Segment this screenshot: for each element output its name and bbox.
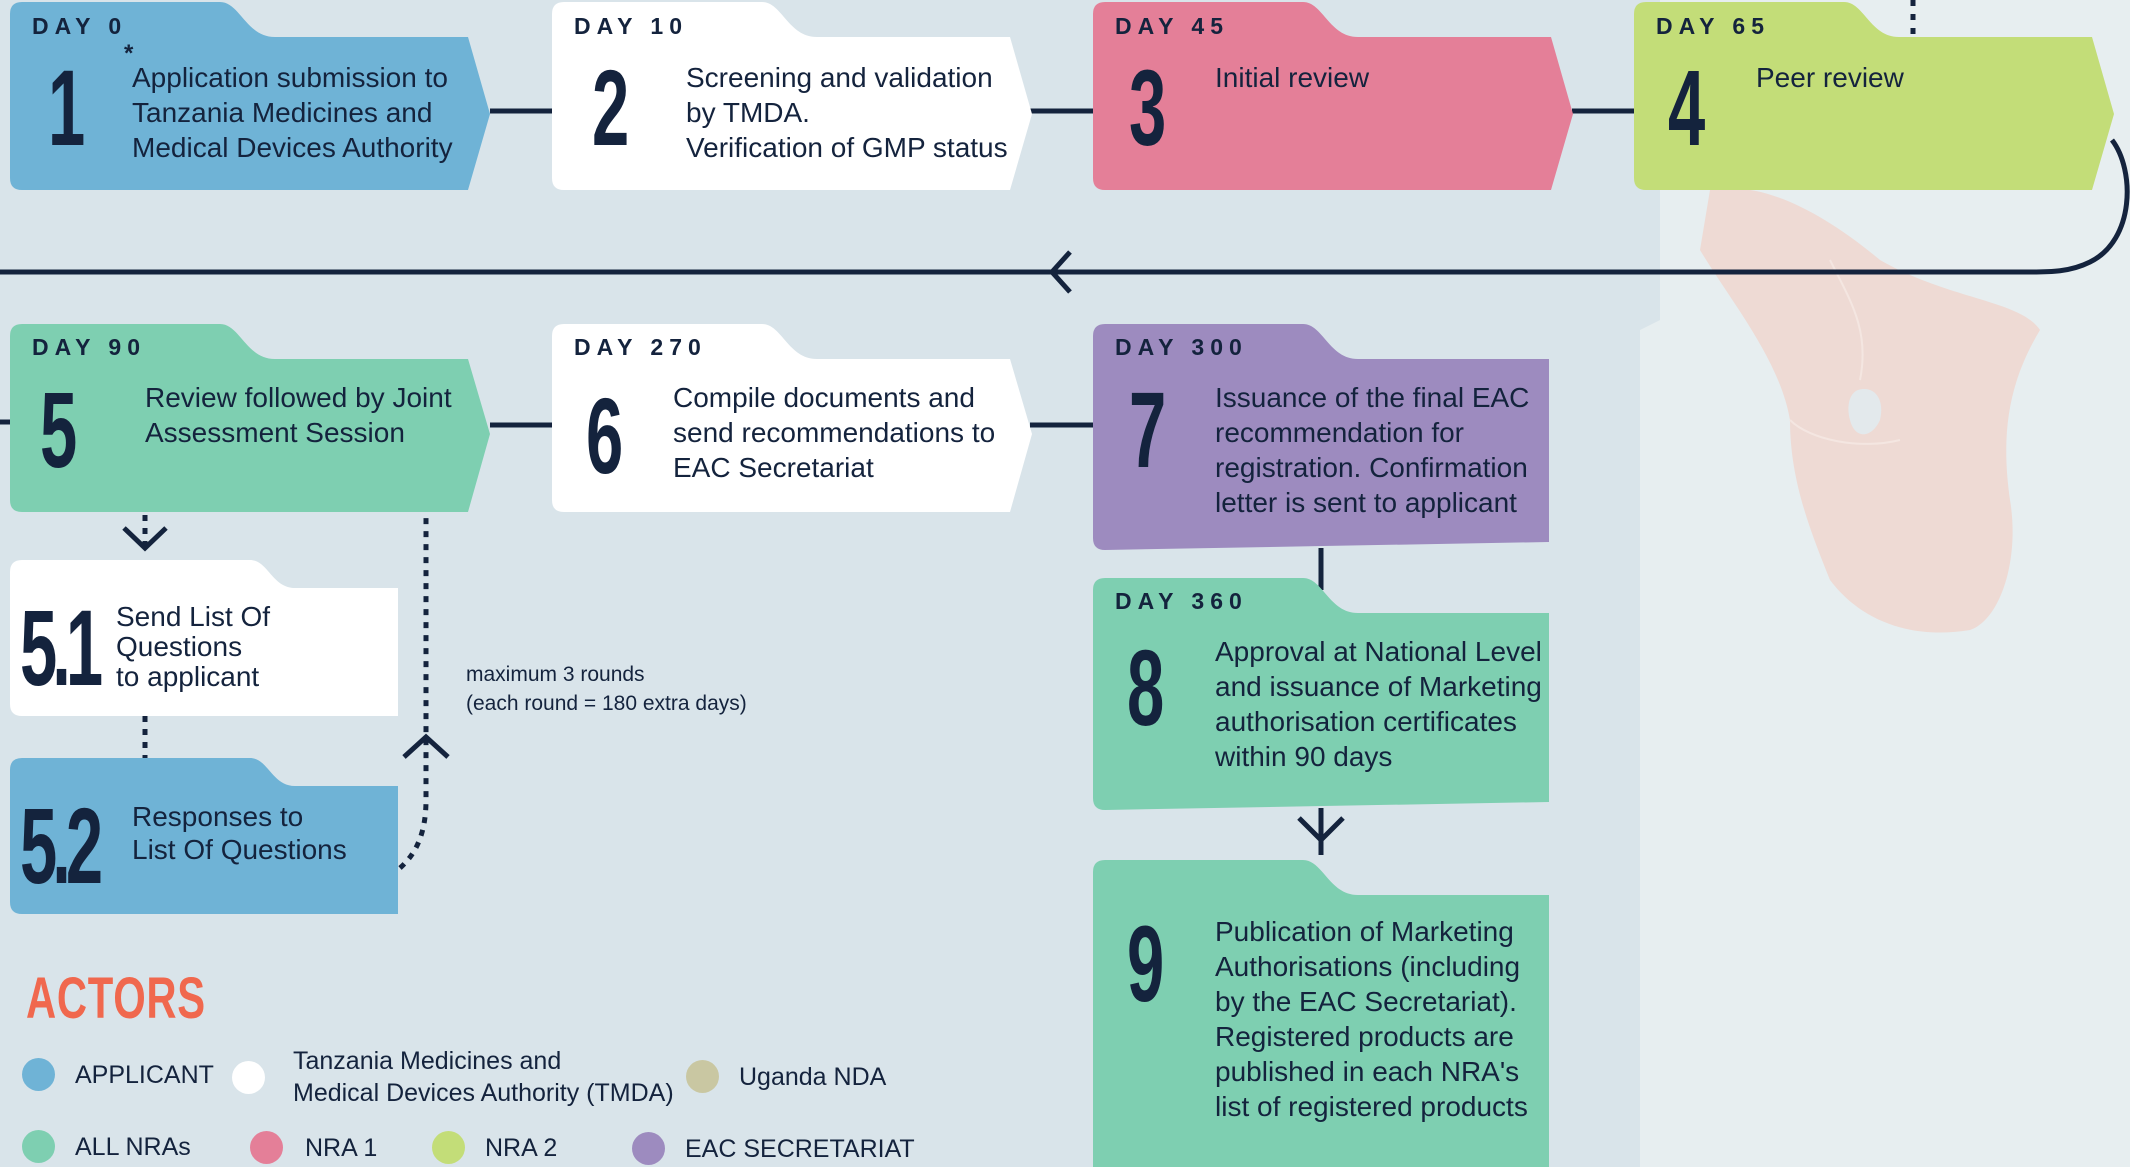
step-9-number: 9	[1127, 903, 1164, 1024]
step-5-1-text: Send List Of Questions to applicant	[116, 601, 271, 692]
step-2-day: DAY 10	[574, 13, 689, 39]
step-9-card: 9 Publication of Marketing Authorisation…	[1093, 860, 1549, 1167]
step-5-shape	[10, 324, 490, 512]
step-7-shape	[1093, 324, 1549, 550]
step-3-day: DAY 45	[1115, 13, 1230, 39]
legend-item-uganda-nda: Uganda NDA	[686, 1060, 886, 1093]
legend-dot-uganda-nda	[686, 1060, 719, 1093]
legend-item-nra-1: NRA 1	[250, 1131, 377, 1164]
step-8-shape	[1093, 578, 1549, 810]
step-2-card: DAY 10 2 Screening and validation by TMD…	[552, 2, 1032, 192]
map-lake	[1848, 389, 1882, 435]
step-5-2-text: Responses to List Of Questions	[132, 801, 347, 865]
step-6-shape	[552, 324, 1032, 512]
step-4-shape	[1634, 2, 2114, 190]
step-1-text: Application submission to Tanzania Medic…	[132, 62, 453, 163]
step-4-day: DAY 65	[1656, 13, 1771, 39]
legend-dot-applicant	[22, 1058, 55, 1091]
step-1-shape	[10, 2, 490, 190]
legend-item-nra-2: NRA 2	[432, 1131, 557, 1164]
legend-item-tmda: Tanzania Medicines and Medical Devices A…	[232, 1045, 674, 1109]
step-7-card: DAY 300 7 Issuance of the final EAC reco…	[1093, 324, 1549, 550]
return-arrow	[1048, 250, 1072, 294]
arrow-52-5	[402, 733, 450, 759]
legend-label-nra-1: NRA 1	[305, 1133, 378, 1162]
legend-dot-all-nras	[22, 1130, 55, 1163]
legend-dot-nra-1	[250, 1131, 283, 1164]
step-9-text: Publication of Marketing Authorisations …	[1215, 916, 1528, 1122]
legend-label-tmda: Tanzania Medicines and Medical Devices A…	[293, 1047, 674, 1107]
step-4-number: 4	[1668, 47, 1705, 168]
step-9-shape	[1093, 860, 1549, 1167]
step-3-shape	[1093, 2, 1573, 190]
step-5-card: DAY 90 5 Review followed by Joint Assess…	[10, 324, 490, 514]
step-6-card: DAY 270 6 Compile documents and send rec…	[552, 324, 1032, 514]
arrow-8-9	[1297, 816, 1345, 844]
legend-item-applicant: APPLICANT	[22, 1058, 214, 1091]
step-5-number: 5	[40, 369, 77, 490]
dotted-52-5	[398, 518, 429, 870]
step-5-2-card: 5.2 Responses to List Of Questions	[10, 758, 398, 914]
step-4-card: DAY 65 4 Peer review	[1634, 2, 2114, 192]
step-1-card: DAY 0 1 Application submission to Tanzan…	[10, 2, 490, 192]
legend-label-nra-2: NRA 2	[485, 1133, 558, 1162]
legend-item-all-nras: ALL NRAs	[22, 1130, 191, 1163]
legend-item-eac-secretariat: EAC SECRETARIAT	[632, 1132, 915, 1165]
legend-label-applicant: APPLICANT	[75, 1060, 214, 1089]
step-2-number: 2	[592, 47, 629, 168]
loop-note: maximum 3 rounds (each round = 180 extra…	[466, 663, 747, 715]
arrow-5-51	[122, 526, 168, 552]
step-2-text: Screening and validation by TMDA. Verifi…	[686, 62, 1008, 163]
step-5-1-card: 5.1 Send List Of Questions to applicant	[10, 560, 398, 716]
return-loop	[0, 138, 2130, 275]
step-6-day: DAY 270	[574, 334, 707, 360]
legend-dot-tmda	[232, 1060, 265, 1094]
legend-label-eac-secretariat: EAC SECRETARIAT	[685, 1134, 915, 1163]
step-5-1-number: 5.1	[20, 587, 103, 708]
step-1-number: 1	[48, 47, 85, 168]
step-4-text: Peer review	[1756, 62, 1904, 93]
step-8-text: Approval at National Level and issuance …	[1215, 636, 1542, 772]
step-8-number: 8	[1127, 627, 1164, 748]
step-3-text: Initial review	[1215, 62, 1370, 93]
step-7-number: 7	[1129, 369, 1166, 490]
step-5-2-number: 5.2	[20, 785, 103, 906]
legend-label-uganda-nda: Uganda NDA	[739, 1062, 887, 1091]
step-5-1-shape	[10, 560, 398, 716]
asterisk-mark: *	[124, 40, 134, 67]
step-5-2-shape	[10, 758, 398, 914]
step-8-day: DAY 360	[1115, 588, 1248, 614]
step-2-shape	[552, 2, 1032, 190]
step-8-card: DAY 360 8 Approval at National Level and…	[1093, 578, 1549, 810]
step-3-number: 3	[1129, 47, 1166, 168]
step-5-day: DAY 90	[32, 334, 147, 360]
legend-dot-nra-2	[432, 1131, 465, 1164]
legend-dot-eac-secretariat	[632, 1132, 665, 1165]
step-6-number: 6	[586, 375, 623, 496]
legend-label-all-nras: ALL NRAs	[75, 1132, 191, 1161]
step-3-card: DAY 45 3 Initial review	[1093, 2, 1573, 192]
step-5-text: Review followed by Joint Assessment Sess…	[145, 382, 452, 448]
step-7-text: Issuance of the final EAC recommendation…	[1215, 382, 1530, 518]
step-6-text: Compile documents and send recommendatio…	[673, 382, 996, 483]
actors-title: ACTORS	[26, 966, 206, 1031]
step-7-day: DAY 300	[1115, 334, 1248, 360]
step-1-day: DAY 0	[32, 13, 128, 39]
